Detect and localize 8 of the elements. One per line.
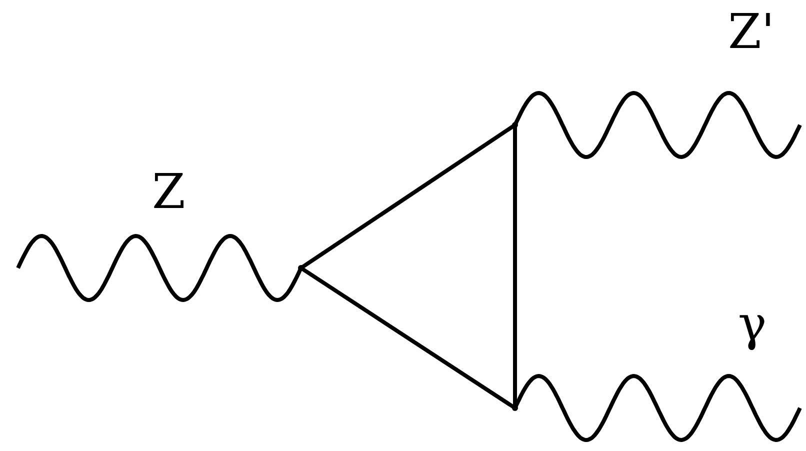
wavy-line <box>16 234 303 302</box>
edge-label: Z <box>152 168 186 216</box>
edge-label: γ <box>738 300 767 348</box>
wavy-line <box>513 90 802 160</box>
edge-label: Z' <box>728 8 775 56</box>
vertex-point <box>298 265 304 271</box>
vertex-point <box>512 122 518 128</box>
propagator-line <box>513 125 517 408</box>
